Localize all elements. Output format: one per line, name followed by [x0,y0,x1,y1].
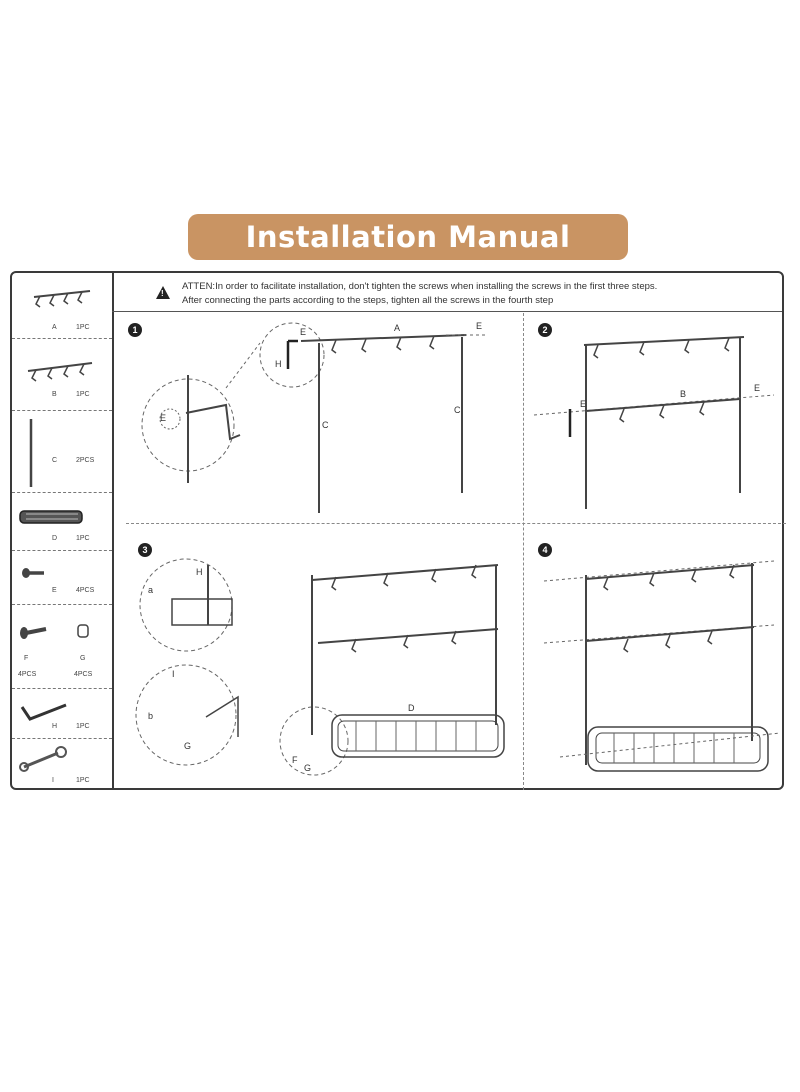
page-title: Installation Manual [245,220,571,254]
part-b: B 1PC [12,339,112,411]
part-f-letter: F [24,655,29,662]
step-2-illustration: E B E [533,336,775,509]
hex-key-icon [20,703,67,721]
step-divider-vertical [523,313,524,790]
step3-callout-h: H [196,567,203,577]
part-e-qty: 4PCS [76,587,95,594]
part-g-letter: G [80,655,86,662]
step3-sub-a: a [148,585,153,595]
part-c-qty: 2PCS [76,457,95,464]
step-3-number: 3 [138,543,152,557]
part-e: E 4PCS [12,551,112,605]
part-d-letter: D [52,535,58,542]
part-e-letter: E [52,587,57,594]
step1-callout-e: E [300,327,306,337]
step-4-illustration [543,560,781,772]
part-a-qty: 1PC [76,324,90,331]
part-h-qty: 1PC [76,723,90,730]
step-2-number: 2 [538,323,552,337]
step2-callout-e-right: E [754,383,760,393]
step1-callout-e-zoom: E [160,413,166,423]
step3-callout-d: D [408,703,415,713]
hook-rail-b-icon [27,362,93,382]
step3-callout-g-zoom: G [184,741,191,751]
part-c: C 2PCS [12,411,112,493]
part-b-qty: 1PC [76,391,90,398]
part-d-qty: 1PC [76,535,90,542]
part-h-letter: H [52,723,58,730]
part-f-g: F 4PCS G 4PCS [12,605,112,689]
warning-icon: ! [156,286,170,299]
step3-callout-i: I [172,669,175,679]
step-1-number: 1 [128,323,142,337]
part-i: I 1PC [12,739,112,790]
part-a-letter: A [52,324,57,331]
step2-callout-e-left: E [580,399,586,409]
part-h: H 1PC [12,689,112,739]
step1-callout-h: H [275,359,282,369]
parts-list: A 1PC B 1PC C 2PCS D [12,273,114,788]
step1-callout-c-left: C [322,420,329,430]
wrench-icon [19,746,67,772]
step3-callout-f: F [292,755,298,765]
step1-callout-a: A [394,323,400,333]
step-3-illustration: a H b I G G F D [135,558,505,776]
step3-sub-b: b [148,711,153,721]
short-screw-icon [22,568,44,578]
base-tray-icon [19,510,83,524]
hook-rail-a-icon [33,290,91,308]
step1-callout-e-right: E [476,321,482,331]
step-1-illustration: E H E A E C C [141,321,486,513]
upright-pole-icon [29,419,33,487]
part-d: D 1PC [12,493,112,551]
step3-callout-g: G [304,763,311,773]
attention-line-2: After connecting the parts according to … [182,295,554,306]
manual-frame: A 1PC B 1PC C 2PCS D [10,271,786,790]
long-screw-and-cap-icon [20,624,89,639]
part-f-qty: 4PCS [18,671,37,678]
step2-callout-b: B [680,389,686,399]
step-4-number: 4 [538,543,552,557]
part-a: A 1PC [12,273,112,339]
attention-line-1: ATTEN:In order to facilitate installatio… [182,281,658,292]
part-g-qty: 4PCS [74,671,93,678]
part-i-letter: I [52,777,54,784]
part-b-letter: B [52,391,57,398]
step-divider-horizontal [126,523,786,524]
step1-callout-c-right: C [454,405,461,415]
part-c-letter: C [52,457,58,464]
title-banner: Installation Manual [188,214,628,260]
attention-note: ! ATTEN:In order to facilitate installat… [112,273,782,312]
part-i-qty: 1PC [76,777,90,784]
